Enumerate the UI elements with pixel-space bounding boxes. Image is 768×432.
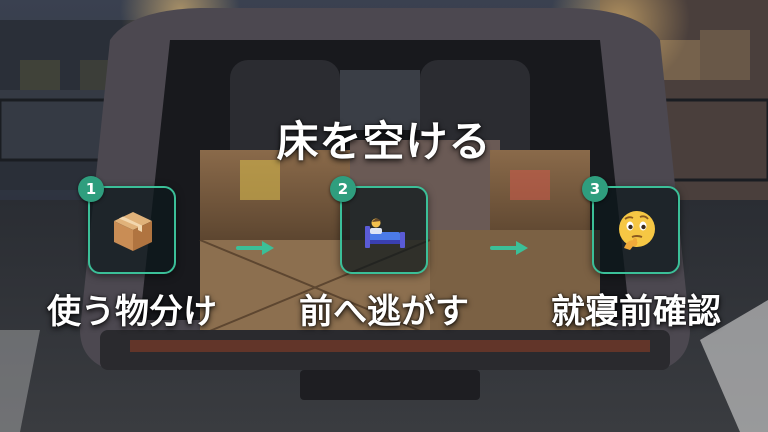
- step-2: 2: [330, 176, 428, 274]
- step-1: 1: [78, 176, 176, 274]
- package-icon: [114, 212, 152, 251]
- thinking-face-icon: [619, 211, 655, 250]
- step-2-icon-box: [340, 186, 428, 274]
- step-3: 3: [582, 176, 680, 274]
- step-1-badge: 1: [78, 176, 104, 202]
- page-title: 床を空ける: [276, 117, 492, 166]
- step-3-icon-box: [592, 186, 680, 274]
- arrow-right-icon: [236, 241, 274, 255]
- arrow-right-icon: [490, 241, 528, 255]
- step-3-label: 就寝前確認: [551, 292, 721, 332]
- step-3-badge: 3: [582, 176, 608, 202]
- step-1-label: 使う物分け: [47, 292, 217, 332]
- step-2-label: 前へ逃がす: [299, 292, 469, 332]
- bed-icon: [365, 218, 405, 248]
- step-1-icon-box: [88, 186, 176, 274]
- step-2-badge: 2: [330, 176, 356, 202]
